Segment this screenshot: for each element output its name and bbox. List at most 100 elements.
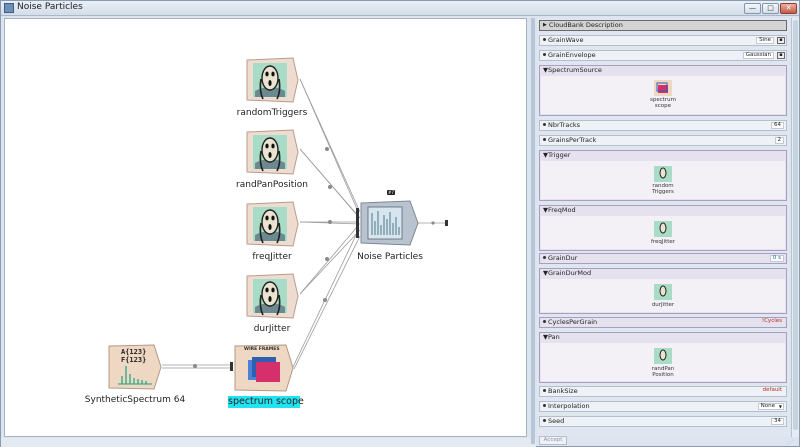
- grainspertrack-value[interactable]: 2: [774, 137, 784, 144]
- spectrum-display-line: A{123}: [121, 348, 147, 356]
- param-label: GrainWave: [548, 36, 584, 44]
- param-trigger[interactable]: ▼Trigger random Triggers: [539, 150, 787, 201]
- collapse-triangle-icon[interactable]: ▼: [543, 151, 548, 159]
- close-button[interactable]: ✕: [780, 3, 797, 14]
- param-label: GrainsPerTrack: [548, 136, 597, 144]
- box-header: ▼FreqMod: [540, 206, 786, 216]
- bullet-icon: [543, 419, 546, 422]
- chevron-down-icon: ▼: [778, 404, 782, 409]
- node-noise-particles[interactable]: #7: [360, 190, 420, 247]
- collapse-triangle-icon[interactable]: ▼: [543, 206, 548, 214]
- pane-splitter[interactable]: [531, 18, 535, 444]
- param-grainspertrack[interactable]: GrainsPerTrack 2: [539, 135, 787, 146]
- param-label: GrainEnvelope: [548, 51, 596, 59]
- param-label: SpectrumSource: [548, 66, 602, 74]
- param-label: GrainDurMod: [548, 269, 592, 277]
- node-dur-jitter[interactable]: [245, 273, 299, 319]
- save-disk-icon[interactable]: ▪: [777, 37, 785, 44]
- param-nbrtracks[interactable]: NbrTracks 64: [539, 120, 787, 131]
- graindurmod-source: durJitter: [651, 302, 675, 308]
- resize-gripper-icon[interactable]: ⋰: [787, 439, 793, 446]
- box-body: durJitter: [541, 279, 785, 312]
- scream-icon: [246, 57, 299, 103]
- maximize-button[interactable]: □: [762, 3, 779, 14]
- node-label: randPanPosition: [236, 180, 308, 190]
- node-synthetic-spectrum[interactable]: A{123} F{123}: [108, 344, 162, 390]
- signal-flow-canvas[interactable]: randomTriggers randPanPosition: [4, 18, 527, 437]
- box-header: ▼Trigger: [540, 151, 786, 161]
- param-spectrumsource[interactable]: ▼SpectrumSource spectrum scope: [539, 65, 787, 116]
- selected-node-label[interactable]: spectrum scope: [228, 396, 304, 408]
- param-freqmod[interactable]: ▼FreqMod freqJitter: [539, 205, 787, 251]
- collapse-triangle-icon[interactable]: ▼: [543, 269, 548, 277]
- node-label: Noise Particles: [357, 252, 423, 262]
- bullet-icon: [543, 138, 546, 141]
- param-cloudbank-description[interactable]: ▶CloudBank Description: [539, 20, 787, 31]
- seed-value[interactable]: 34: [771, 418, 784, 425]
- param-pan[interactable]: ▼Pan randPan Position: [539, 332, 787, 383]
- node-label: SyntheticSpectrum 64: [84, 395, 186, 405]
- box-body: randPan Position: [541, 343, 785, 381]
- param-grainwave[interactable]: GrainWave Sine▪: [539, 35, 787, 46]
- box-body: random Triggers: [541, 161, 785, 199]
- param-label: NbrTracks: [548, 121, 581, 129]
- nbrtracks-value[interactable]: 64: [771, 122, 784, 129]
- collapse-triangle-icon[interactable]: ▼: [543, 333, 548, 341]
- param-grainenvelope[interactable]: GrainEnvelope Gaussian▪: [539, 50, 787, 61]
- node-freq-jitter[interactable]: [245, 201, 299, 247]
- node-random-triggers[interactable]: [245, 57, 299, 103]
- node-label: durJitter: [253, 324, 291, 334]
- sound-spectrum-icon: [360, 200, 419, 246]
- param-label: Pan: [548, 333, 560, 341]
- wire-frames-icon: [234, 344, 294, 392]
- wire-frames-icon: [654, 80, 672, 96]
- save-disk-icon[interactable]: ▪: [777, 52, 785, 59]
- trigger-source: random Triggers: [652, 183, 674, 195]
- box-header: ▼GrainDurMod: [540, 269, 786, 279]
- grainwave-value[interactable]: Sine: [756, 37, 774, 44]
- banksize-value[interactable]: default: [762, 387, 782, 393]
- bullet-icon: [543, 320, 546, 323]
- cyclespergrain-value[interactable]: !Cycles: [761, 318, 782, 324]
- expand-triangle-icon[interactable]: ▶: [543, 22, 547, 28]
- node-rand-pan-position[interactable]: [245, 129, 299, 175]
- scream-icon: [654, 348, 672, 364]
- scrollbar-thumb[interactable]: [793, 20, 798, 430]
- accept-button[interactable]: Accept: [539, 436, 567, 445]
- param-graindurmod[interactable]: ▼GrainDurMod durJitter: [539, 268, 787, 314]
- wire-frames-banner: WIRE FRAMES: [244, 347, 280, 352]
- spectrum-display-line: F{123}: [121, 356, 147, 364]
- param-label: CyclesPerGrain: [548, 318, 598, 326]
- source-name: spectrum scope: [649, 97, 677, 109]
- app-icon: [4, 3, 14, 13]
- param-label: Trigger: [548, 151, 571, 159]
- box-header: ▼SpectrumSource: [540, 66, 786, 76]
- node-spectrum-scope[interactable]: WIRE FRAMES: [234, 344, 294, 392]
- bullet-icon: [543, 53, 546, 56]
- window-title: Noise Particles: [17, 2, 83, 12]
- scream-icon: [654, 284, 672, 300]
- node-label: randomTriggers: [236, 108, 308, 118]
- minimize-button[interactable]: —: [744, 3, 761, 14]
- param-cyclespergrain[interactable]: CyclesPerGrain !Cycles: [539, 317, 787, 328]
- node-badge: #7: [387, 190, 395, 195]
- param-seed[interactable]: Seed 34: [539, 416, 787, 427]
- box-body: freqJitter: [541, 216, 785, 249]
- scream-icon: [246, 129, 299, 175]
- connection-wires: [162, 78, 448, 371]
- interpolation-dropdown[interactable]: None▼: [757, 403, 784, 410]
- freqmod-source: freqJitter: [650, 239, 676, 245]
- collapse-triangle-icon[interactable]: ▼: [543, 66, 548, 74]
- graindur-value[interactable]: 0 s: [769, 255, 784, 262]
- scream-icon: [246, 273, 299, 319]
- panel-scrollbar[interactable]: [791, 18, 799, 437]
- grainenvelope-value[interactable]: Gaussian: [742, 52, 774, 59]
- pan-source: randPan Position: [651, 366, 675, 378]
- canvas-status-strip: [1, 438, 536, 447]
- param-label: Seed: [548, 417, 565, 425]
